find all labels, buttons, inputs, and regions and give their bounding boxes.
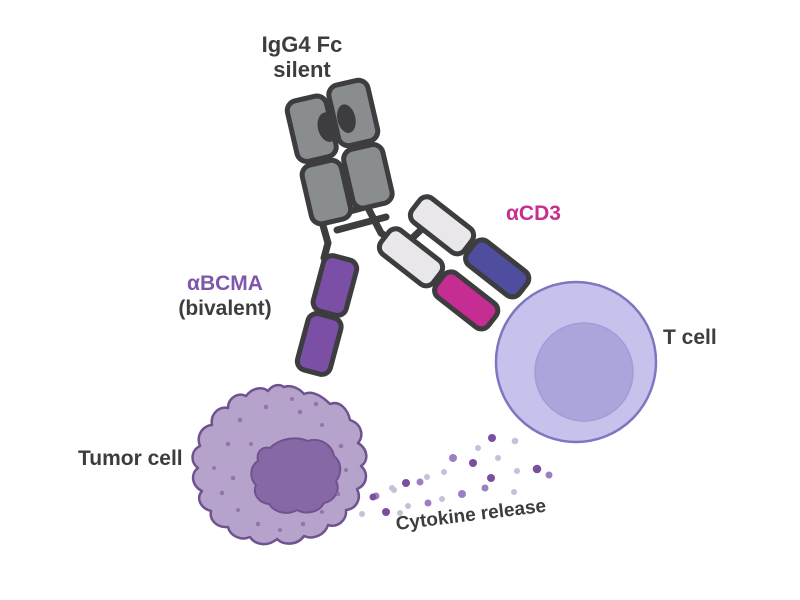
tumor-cell-label: Tumor cell xyxy=(78,447,183,470)
t-cell xyxy=(494,280,658,444)
igg4-fc-silent-label: IgG4 Fc silent xyxy=(222,32,382,82)
fc-region xyxy=(284,77,395,227)
tumor-cell-nucleus xyxy=(250,437,342,514)
bcma-label-line1: αBCMA xyxy=(187,272,263,295)
cytokine-dots xyxy=(359,434,553,517)
bcma-label-line2: (bivalent) xyxy=(178,297,272,320)
fc-silent-mutation-dots xyxy=(317,104,356,142)
t-cell-label: T cell xyxy=(663,326,717,349)
bcma-bivalent-label: αBCMA (bivalent) xyxy=(150,271,300,321)
tumor-cell xyxy=(191,383,368,546)
bispecific-antibody xyxy=(284,77,532,377)
fc-label-line2: silent xyxy=(273,57,331,82)
cd3-fab-outer-chain xyxy=(407,194,532,300)
tumor-cell-speckles xyxy=(212,397,348,532)
fc-label-line1: IgG4 Fc xyxy=(261,32,343,57)
cd3-fab-inner-chain xyxy=(376,226,501,332)
bcma-arm xyxy=(294,253,360,377)
cd3-label: αCD3 xyxy=(506,202,561,225)
